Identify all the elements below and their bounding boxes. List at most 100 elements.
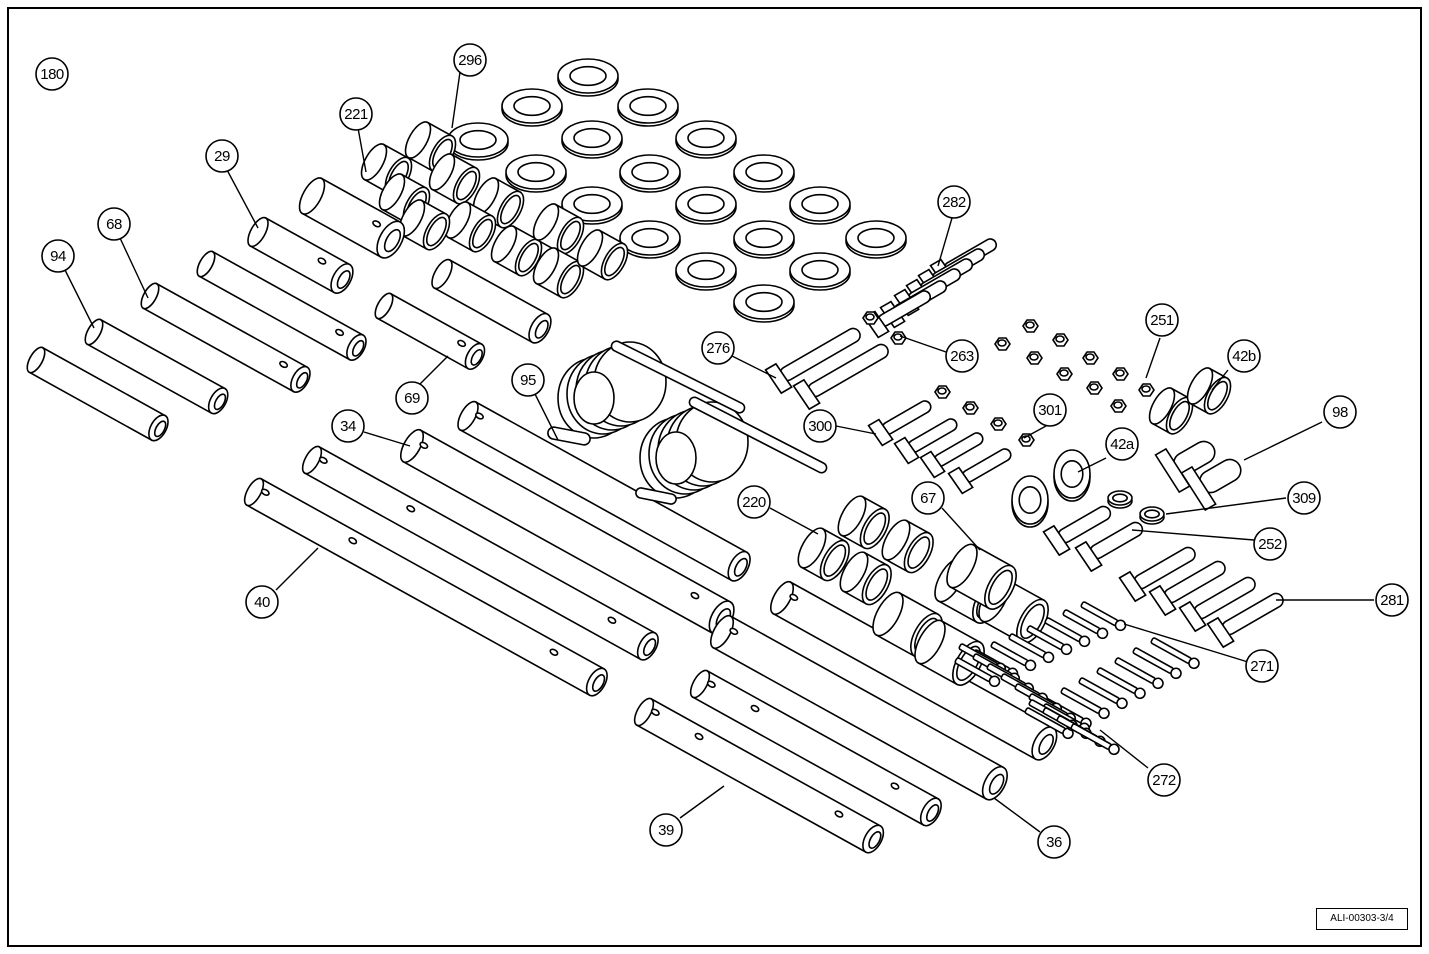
callout-40: 40	[245, 585, 279, 619]
svg-text:271: 271	[1250, 658, 1274, 675]
bushing-221-9	[576, 229, 629, 281]
nut-12	[990, 417, 1007, 431]
callout-42b: 42b	[1227, 339, 1261, 373]
svg-text:98: 98	[1332, 404, 1348, 421]
svg-text:36: 36	[1046, 834, 1062, 851]
seal-42a-a	[1011, 475, 1049, 528]
pin-34b	[457, 400, 751, 582]
spring-95-rod-b	[688, 396, 828, 474]
cotter-271-5	[990, 641, 1037, 672]
pin-94b	[84, 318, 229, 415]
leader-220	[769, 507, 819, 535]
figure-ref: 180	[35, 57, 69, 91]
leader-94	[63, 267, 95, 329]
bolt-300d	[947, 448, 1012, 495]
pin-40a	[301, 445, 659, 661]
bushing-220-0	[797, 527, 850, 582]
pin-37	[689, 669, 942, 827]
svg-text:301: 301	[1038, 402, 1062, 419]
bushing-220-3	[881, 519, 934, 574]
leader-221	[357, 127, 367, 173]
cotter-271-7	[954, 657, 1001, 688]
svg-text:34: 34	[340, 418, 356, 435]
svg-text:282: 282	[942, 194, 966, 211]
pin-221a	[298, 177, 406, 259]
nut-11	[962, 401, 979, 415]
callout-34: 34	[331, 409, 365, 443]
callout-68: 68	[97, 207, 131, 241]
callout-94: 94	[41, 239, 75, 273]
leader-263	[899, 335, 947, 353]
cotter-271-3	[1026, 625, 1073, 656]
washer-14	[845, 220, 907, 259]
callout-300: 300	[803, 409, 837, 443]
callout-282: 282	[937, 185, 971, 219]
svg-text:281: 281	[1380, 592, 1404, 609]
leader-69	[417, 355, 449, 387]
svg-text:296: 296	[458, 52, 482, 69]
svg-text:263: 263	[950, 348, 974, 365]
callout-220: 220	[737, 485, 771, 519]
bushing-221-7	[532, 203, 585, 255]
cotter-271-0	[1080, 601, 1127, 632]
nut-8	[1110, 399, 1127, 413]
leader-29	[225, 167, 259, 229]
washer-7	[619, 154, 681, 193]
pin-40	[243, 477, 608, 697]
callout-276: 276	[701, 331, 735, 365]
washer-17	[733, 284, 795, 323]
callout-42a: 42a	[1105, 427, 1139, 461]
svg-text:95: 95	[520, 372, 536, 389]
svg-text:251: 251	[1150, 312, 1174, 329]
callout-36: 36	[1037, 825, 1071, 859]
callout-29: 29	[205, 139, 239, 173]
callout-252: 252	[1253, 527, 1287, 561]
svg-text:40: 40	[254, 594, 270, 611]
pin-69	[374, 292, 486, 371]
washer-1	[501, 88, 563, 127]
leader-42a	[1077, 457, 1107, 473]
svg-text:309: 309	[1292, 490, 1316, 507]
svg-text:39: 39	[658, 822, 674, 839]
leader-lines	[63, 71, 1374, 833]
callout-67: 67	[911, 481, 945, 515]
bolt-281d	[1206, 592, 1284, 649]
bolt-300c	[919, 432, 984, 479]
leader-252	[1131, 529, 1255, 541]
bushing-67-4	[946, 543, 1017, 610]
washer-11	[789, 186, 851, 225]
pin-29	[247, 216, 354, 294]
cotter-271b-3	[1096, 667, 1146, 700]
parts-layer	[26, 58, 1284, 854]
cotter-271-4	[1008, 633, 1055, 664]
callout-281: 281	[1375, 583, 1409, 617]
washer-309b	[1139, 506, 1165, 525]
cotter-271b-4	[1078, 677, 1128, 710]
cotter-271-2	[1044, 617, 1091, 648]
svg-text:300: 300	[808, 418, 832, 435]
nut-10	[934, 385, 951, 399]
bolt-281b	[1148, 560, 1226, 617]
cotter-271b-0	[1150, 637, 1200, 670]
nut-1	[1022, 319, 1039, 333]
washer-10	[675, 186, 737, 225]
leader-98	[1243, 421, 1323, 461]
callout-301: 301	[1033, 393, 1067, 427]
washer-3	[447, 122, 509, 161]
svg-text:29: 29	[214, 148, 230, 165]
nut-2	[1026, 351, 1043, 365]
bolt-281c	[1178, 576, 1256, 633]
leader-309	[1165, 497, 1287, 515]
svg-text:42a: 42a	[1110, 436, 1135, 453]
bushing-220-1	[837, 495, 890, 550]
nut-263a	[862, 311, 879, 325]
pin-68b	[196, 250, 367, 361]
bushing-42b-a	[1148, 387, 1194, 435]
svg-text:252: 252	[1258, 536, 1282, 553]
nut-6	[1086, 381, 1103, 395]
leader-39	[679, 785, 725, 819]
nut-13	[1018, 433, 1035, 447]
leader-251	[1145, 337, 1161, 379]
callout-39: 39	[649, 813, 683, 847]
